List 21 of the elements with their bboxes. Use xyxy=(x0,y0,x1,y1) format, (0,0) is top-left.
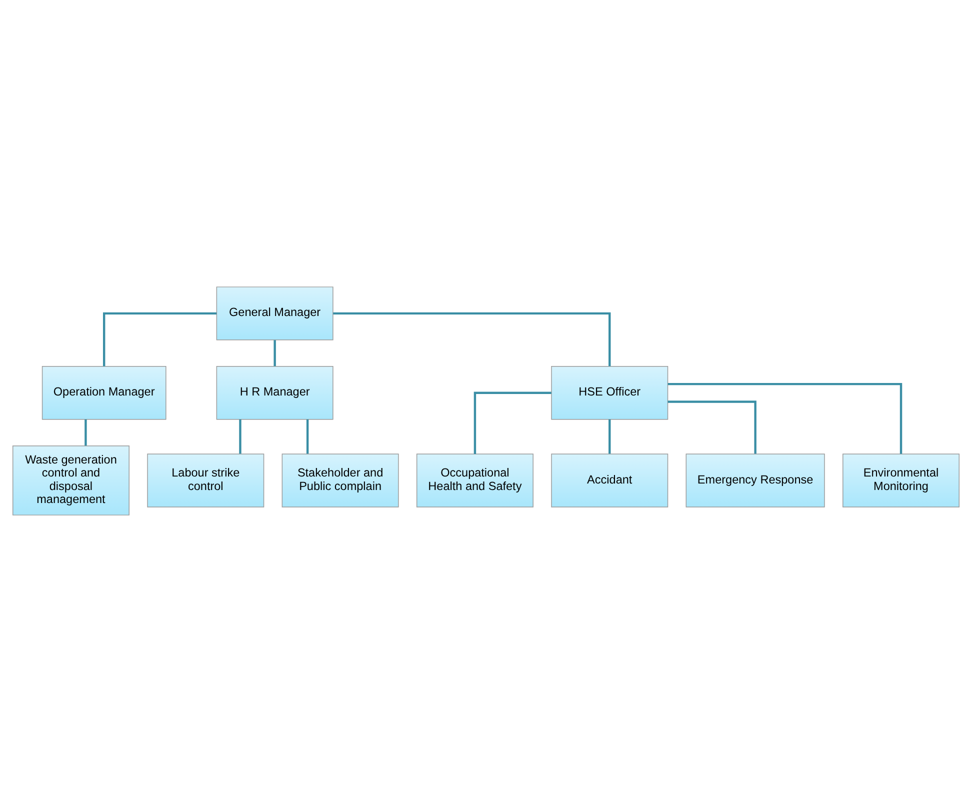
connector xyxy=(668,400,756,454)
node-box: Labour strike control xyxy=(147,453,264,507)
node-box: Operation Manager xyxy=(42,366,166,420)
connector xyxy=(668,382,902,454)
node-box: Waste generation control and disposal management xyxy=(12,445,130,515)
connector xyxy=(608,418,611,454)
node-box: HSE Officer xyxy=(551,366,668,420)
connector xyxy=(274,340,276,366)
node-box: Emergency Response xyxy=(686,453,825,507)
connector xyxy=(474,391,552,454)
node-box: H R Manager xyxy=(216,366,334,420)
connector xyxy=(333,312,611,366)
connector xyxy=(84,418,87,446)
node-box: Stakeholder and Public complain xyxy=(282,453,399,507)
node-box: Occupational Health and Safety xyxy=(416,453,534,507)
node-box: Accidant xyxy=(551,453,668,507)
node-box: General Manager xyxy=(216,286,334,340)
connector xyxy=(239,418,242,454)
node-box: Environmental Monitoring xyxy=(842,453,960,507)
connector xyxy=(103,312,217,366)
connector xyxy=(306,418,309,454)
